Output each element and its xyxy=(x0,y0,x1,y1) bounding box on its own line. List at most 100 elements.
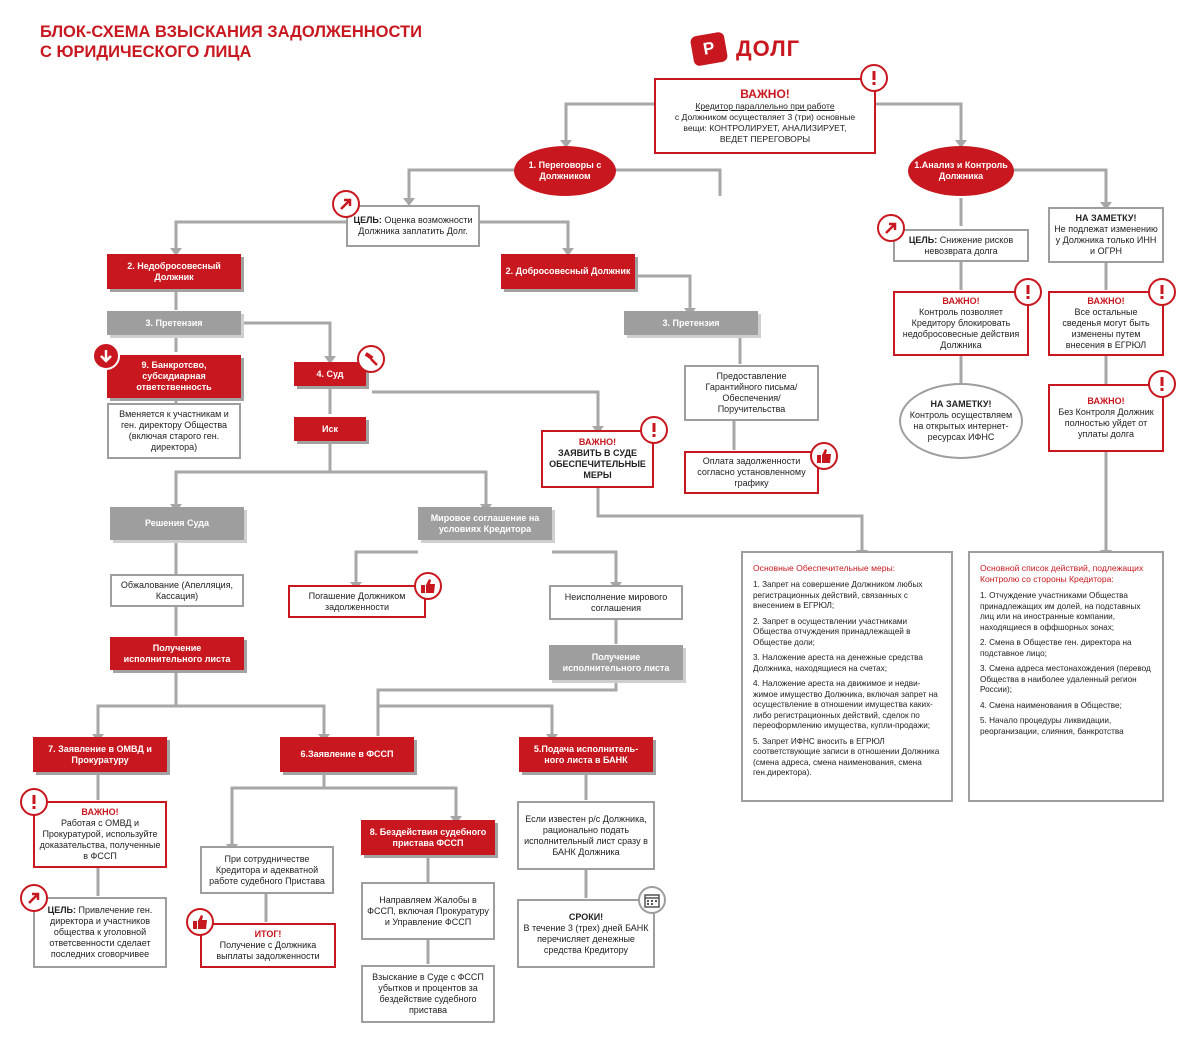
payment-text: Оплата задолженности согласно установлен… xyxy=(697,456,806,488)
target-arrow-icon xyxy=(877,214,905,242)
lawsuit-label: Иск xyxy=(322,423,338,434)
note2-title: НА ЗАМЕТКУ! xyxy=(930,399,992,409)
brand: Р ДОЛГ xyxy=(689,31,801,67)
exclamation-icon xyxy=(1148,278,1176,306)
other-important-box: ВАЖНО! Все остальные сведенья могут быть… xyxy=(1048,291,1164,356)
exclamation-icon xyxy=(20,788,48,816)
goal-box: ЦЕЛЬ: Оценка возможности Должника заплат… xyxy=(346,205,480,247)
omvd-box: 7. Заявление в ОМВД и Прокуратуру xyxy=(33,737,167,772)
omvd-goal-box: ЦЕЛЬ: Привлечение ген. директора и участ… xyxy=(33,897,167,968)
guarantee-text: Предоставление Гарантийного письма/ Обес… xyxy=(705,371,798,414)
fssp-coop-box: При сотрудничестве Кредитора и адекватно… xyxy=(200,846,334,894)
omvd-important-title: ВАЖНО! xyxy=(81,807,119,817)
fssp-coop-text: При сотрудничестве Кредитора и адекватно… xyxy=(209,853,325,886)
page-title: БЛОК-СХЕМА ВЗЫСКАНИЯ ЗАДОЛЖЕННОСТИ С ЮРИ… xyxy=(40,22,422,62)
repayment-box: Погашение Должником задолженности xyxy=(288,585,426,618)
other-title: ВАЖНО! xyxy=(1087,296,1125,306)
target-arrow-icon xyxy=(20,884,48,912)
exclamation-icon xyxy=(1014,278,1042,306)
terms-title: СРОКИ! xyxy=(568,911,604,922)
non-performance-text: Неисполнение мирового соглашения xyxy=(564,591,668,613)
calendar-icon xyxy=(638,886,666,914)
terms-box: СРОКИ! В течение 3 (трех) дней БАНК пере… xyxy=(517,899,655,968)
note-inn-box: НА ЗАМЕТКУ! Не подлежат изменению у Долж… xyxy=(1048,207,1164,263)
exclamation-icon xyxy=(640,416,668,444)
nocontrol-text: Без Контроля Должник полностью уйдет от … xyxy=(1058,407,1154,439)
bankruptcy-label: 9. Банкротсво, субсидиарная ответственно… xyxy=(136,360,212,392)
conscientious-label: 2. Добросовесный Должник xyxy=(505,266,631,276)
appeal-box: Обжалование (Апелляция, Кассация) xyxy=(110,574,244,607)
note-text: Не подлежат изменению у Должника только … xyxy=(1054,224,1158,256)
inaction-box: 8. Бездействия судебного пристава ФССП xyxy=(361,820,495,855)
result-title: ИТОГ! xyxy=(254,929,282,939)
list-item: 2. Запрет в осуществлении участниками Об… xyxy=(753,616,911,647)
analysis-label: 1.Анализ и Контроль Должника xyxy=(914,160,1008,181)
bankruptcy-note-text: Вменяется к участникам и ген. директору … xyxy=(119,409,229,452)
appeal-text: Обжалование (Апелляция, Кассация) xyxy=(120,579,234,601)
repayment-text: Погашение Должником задолженности xyxy=(308,590,406,612)
list-item: 2. Смена в Обществе ген. директора на по… xyxy=(980,638,1132,658)
nocontrol-important-box: ВАЖНО! Без Контроля Должник полностью уй… xyxy=(1048,384,1164,452)
fssp-box: 6.Заявление в ФССП xyxy=(280,737,414,772)
important-main-line1: Кредитор параллельно при работе xyxy=(695,101,835,111)
control-text: Контроль позволяет Кредитору блокировать… xyxy=(902,307,1020,350)
writ-box: Получение исполнительного листа xyxy=(110,637,244,670)
target-arrow-icon xyxy=(332,190,360,218)
lawsuit-box: Иск xyxy=(294,417,366,441)
claim-right-label: 3. Претензия xyxy=(662,317,720,328)
result-text: Получение с Должника выплаты задолженнос… xyxy=(216,940,320,961)
unscrupulous-label: 2. Недобросовесный Должник xyxy=(127,260,221,282)
important-main-line2: с Должником осуществляет 3 (три) основны… xyxy=(674,112,856,122)
list-item: 1. Запрет на совершение Должником любых … xyxy=(753,580,923,610)
writ-label: Получение исполнительного листа xyxy=(123,642,231,664)
bank-note-box: Если известен р/с Должника, рационально … xyxy=(517,801,655,870)
title-line-2: С ЮРИДИЧЕСКОГО ЛИЦА xyxy=(40,43,252,61)
important-main-box: ВАЖНО! Кредитор параллельно при работе с… xyxy=(654,78,876,154)
goal-label: ЦЕЛЬ: xyxy=(353,215,382,225)
settlement-box: Мировое соглашение на условиях Кредитора xyxy=(418,507,552,540)
guarantee-box: Предоставление Гарантийного письма/ Обес… xyxy=(684,365,819,421)
complaints-box: Направляем Жалобы в ФССП, включая Прокур… xyxy=(361,882,495,940)
list-item: 5. Начало процедуры ликвидации, реоргани… xyxy=(980,716,1124,736)
negotiations-oval: 1. Переговоры с Должником xyxy=(514,146,616,196)
terms-text: В течение 3 (трех) дней БАНК перечисляет… xyxy=(523,922,649,955)
note-ifns-oval: НА ЗАМЕТКУ! Контроль осуществляем на отк… xyxy=(899,383,1023,459)
writ2-box: Получение исполнительного листа xyxy=(549,645,683,680)
non-performance-box: Неисполнение мирового соглашения xyxy=(549,585,683,620)
nocontrol-title: ВАЖНО! xyxy=(1087,396,1125,406)
omvd-important-box: ВАЖНО! Работая с ОМВД и Прокуратурой, ис… xyxy=(33,801,167,868)
goal-text: Оценка возможности Должника заплатить До… xyxy=(358,215,473,236)
bankruptcy-note: Вменяется к участникам и ген. директору … xyxy=(107,403,241,459)
control-important-box: ВАЖНО! Контроль позволяет Кредитору блок… xyxy=(893,291,1029,356)
result-box: ИТОГ! Получение с Должника выплаты задол… xyxy=(200,923,336,968)
bank-note-text: Если известен р/с Должника, рационально … xyxy=(524,813,648,857)
important-main-line3: вещи: КОНТРОЛИРУЕТ, АНАЛИЗИРУЕТ, xyxy=(683,123,847,133)
omvd-important-text: Работая с ОМВД и Прокуратурой, используй… xyxy=(39,818,161,861)
omvd-label: 7. Заявление в ОМВД и Прокуратуру xyxy=(48,743,152,765)
title-line-1: БЛОК-СХЕМА ВЗЫСКАНИЯ ЗАДОЛЖЕННОСТИ xyxy=(40,23,422,41)
court-decision: Решения Суда xyxy=(110,507,244,540)
bankruptcy-box: 9. Банкротсво, субсидиарная ответственно… xyxy=(107,355,241,398)
recovery-text: Взыскание в Суде с ФССП убытков и процен… xyxy=(372,972,484,1015)
complaints-text: Направляем Жалобы в ФССП, включая Прокур… xyxy=(367,894,489,927)
list-item: 5. Запрет ИФНС вносить в ЕГРЮЛ соответст… xyxy=(753,736,940,778)
note-title: НА ЗАМЕТКУ! xyxy=(1075,213,1137,223)
note2-text: Контроль осуществляем на открытых интерн… xyxy=(909,410,1013,442)
right-goal-text: Снижение рисков невозврата долга xyxy=(924,234,1014,256)
brand-name: ДОЛГ xyxy=(736,36,801,61)
security-measures-list: Основные Обеспечительные меры: 1. Запрет… xyxy=(741,551,953,802)
right-goal-label: ЦЕЛЬ: xyxy=(908,234,938,245)
analysis-oval: 1.Анализ и Контроль Должника xyxy=(908,146,1014,196)
inaction-label: 8. Бездействия судебного пристава ФССП xyxy=(369,826,487,848)
claim-left: 3. Претензия xyxy=(107,311,241,335)
security-measures-title: Основные Обеспечительные меры: xyxy=(753,563,896,573)
ruble-wallet-icon: Р xyxy=(689,31,729,67)
claim-left-label: 3. Претензия xyxy=(145,317,203,328)
recovery-box: Взыскание в Суде с ФССП убытков и процен… xyxy=(361,965,495,1023)
other-text: Все остальные сведенья могут быть измене… xyxy=(1062,307,1150,350)
settlement-label: Мировое соглашение на условиях Кредитора xyxy=(430,512,540,534)
thumbs-up-icon xyxy=(186,908,214,936)
gavel-icon xyxy=(357,345,385,373)
list-item: 1. Отчуждение участниками Общества прина… xyxy=(980,591,1141,632)
